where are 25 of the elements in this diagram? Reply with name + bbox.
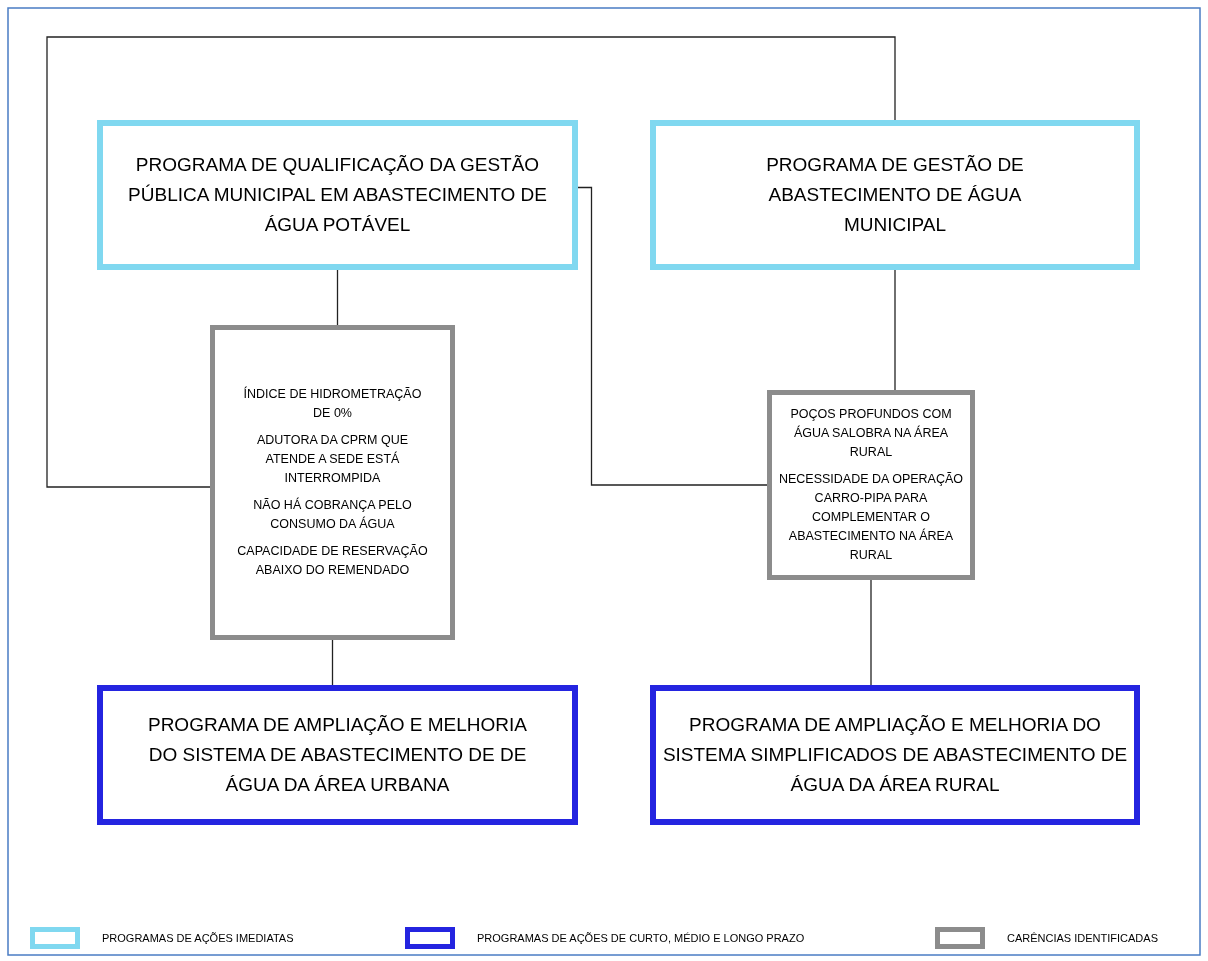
legend-text: PROGRAMAS DE AÇÕES DE CURTO, MÉDIO E LONGO PRAZO: [477, 932, 805, 944]
connector-line: [894, 269, 896, 391]
node-text: CAPACIDADE DE RESERVAÇÃO ABAIXO DO REMENDADO: [237, 543, 428, 579]
node-text: PROGRAMA DE AMPLIAÇÃO E MELHORIA DO SISTEMA DE ABASTECIMENTO DE DE ÁGUA DA ÁREA URBANA: [146, 713, 528, 797]
issue-box: [767, 390, 975, 580]
connector-line: [336, 269, 339, 326]
connector-line: [331, 639, 334, 686]
connector-line: [577, 186, 768, 486]
program-box: [650, 120, 1140, 270]
node-text: POÇOS PROFUNDOS COM ÁGUA SALOBRA NA ÁREA RURAL: [789, 406, 953, 461]
program-box: [97, 685, 578, 825]
node-text: ÍNDICE DE HIDROMETRAÇÃO DE 0%: [242, 385, 423, 422]
program-box: [650, 685, 1140, 825]
node-text: PROGRAMA DE AMPLIAÇÃO E MELHORIA DO SISTEMA SIMPLIFICADOS DE ABASTECIMENTO DE ÁGUA DA ÁREA RURAL: [662, 713, 1128, 797]
node-text: NECESSIDADE DA OPERAÇÃO CARRO-PIPA PARA COMPLEMENTAR O ABASTECIMENTO NA ÁREA RURAL: [777, 471, 965, 564]
issue-box: [210, 325, 455, 640]
legend-text: CARÊNCIAS IDENTIFICADAS: [1007, 932, 1158, 944]
node-text: ADUTORA DA CPRM QUE ATENDE A SEDE ESTÁ INTERROMPIDA: [255, 432, 410, 487]
connector-line: [46, 36, 896, 488]
connector-line: [870, 579, 872, 686]
node-text: NÃO HÁ COBRANÇA PELO CONSUMO DA ÁGUA: [252, 496, 413, 533]
legend-text: PROGRAMAS DE AÇÕES IMEDIATAS: [102, 932, 294, 944]
node-text: PROGRAMA DE QUALIFICAÇÃO DA GESTÃO PÚBLICA MUNICIPAL EM ABASTECIMENTO DE ÁGUA POTÁVEL: [127, 153, 548, 237]
node-text: PROGRAMA DE GESTÃO DE ABASTECIMENTO DE ÁGUA MUNICIPAL: [765, 153, 1025, 237]
program-box: [97, 120, 578, 270]
